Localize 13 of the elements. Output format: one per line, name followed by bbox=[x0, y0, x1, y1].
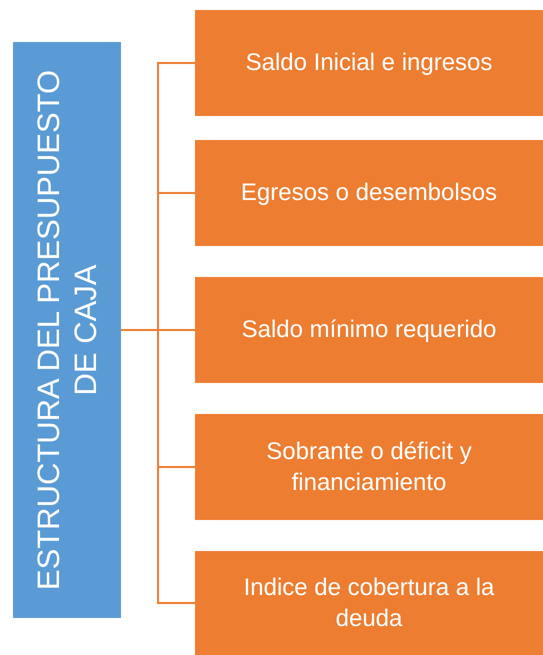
category-text: Egresos o desembolsos bbox=[240, 178, 498, 208]
category-text: Saldo mínimo requerido bbox=[242, 315, 496, 346]
category-box bbox=[195, 414, 543, 520]
title-box bbox=[13, 42, 121, 618]
title-text: ESTRUCTURA DEL PRESUPUESTO DE CAJA bbox=[30, 68, 104, 592]
category-text: Sobrante o déficit y financiamiento bbox=[265, 436, 473, 498]
category-box bbox=[195, 140, 543, 246]
category-box bbox=[195, 551, 543, 655]
category-text: Saldo Inicial e ingresos bbox=[246, 48, 492, 78]
category-text: Indice de cobertura a la deuda bbox=[242, 572, 496, 634]
connector-line bbox=[121, 329, 195, 604]
category-box bbox=[195, 277, 543, 383]
category-box bbox=[195, 10, 543, 116]
